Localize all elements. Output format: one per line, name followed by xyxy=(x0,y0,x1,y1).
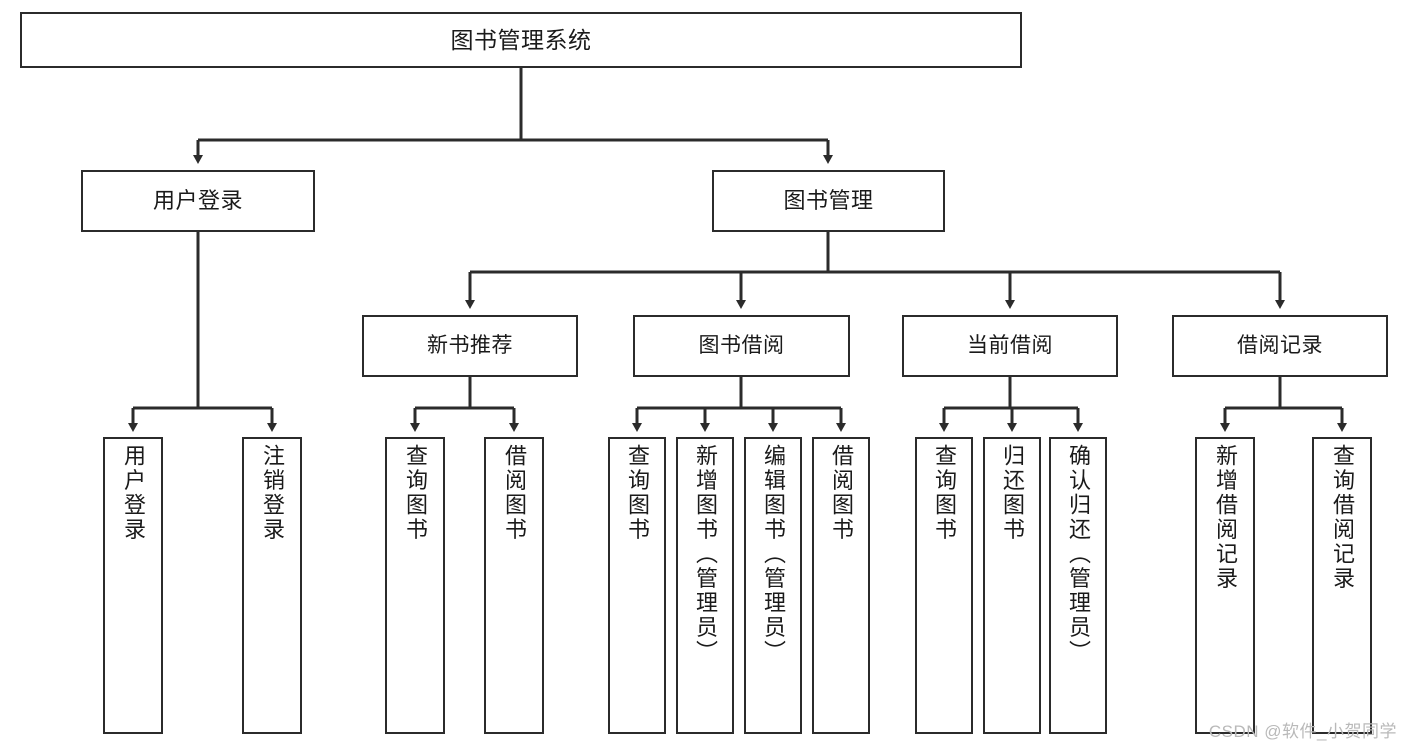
node-label: 查询图书 xyxy=(625,444,650,542)
node-root-system[interactable]: 图书管理系统 xyxy=(20,12,1022,68)
node-label: 用户登录 xyxy=(152,187,243,213)
leaf-query-borrow-record[interactable]: 查询借阅记录 xyxy=(1312,437,1372,734)
leaf-query-book-newbook[interactable]: 查询图书 xyxy=(385,437,445,734)
leaf-borrow-book-newbook[interactable]: 借阅图书 xyxy=(484,437,544,734)
leaf-query-book-current[interactable]: 查询图书 xyxy=(915,437,973,734)
leaf-add-borrow-record[interactable]: 新增借阅记录 xyxy=(1195,437,1255,734)
node-label: 新增图书（管理员） xyxy=(693,444,718,665)
node-label: 编辑图书（管理员） xyxy=(761,444,786,665)
node-label: 新增借阅记录 xyxy=(1213,444,1238,591)
node-label: 借阅图书 xyxy=(502,444,527,542)
leaf-logout[interactable]: 注销登录 xyxy=(242,437,302,734)
node-label: 图书借阅 xyxy=(698,334,785,358)
node-current-borrow[interactable]: 当前借阅 xyxy=(902,315,1118,377)
node-label: 图书管理 xyxy=(783,187,874,213)
node-borrow-record[interactable]: 借阅记录 xyxy=(1172,315,1388,377)
leaf-confirm-return-admin[interactable]: 确认归还（管理员） xyxy=(1049,437,1107,734)
node-label: 确认归还（管理员） xyxy=(1066,444,1091,665)
node-label: 新书推荐 xyxy=(427,334,513,358)
node-label: 用户登录 xyxy=(121,444,146,542)
node-label: 查询借阅记录 xyxy=(1330,444,1355,591)
leaf-user-login[interactable]: 用户登录 xyxy=(103,437,163,734)
node-user-login[interactable]: 用户登录 xyxy=(81,170,315,232)
node-label: 查询图书 xyxy=(932,444,957,542)
leaf-edit-book-admin[interactable]: 编辑图书（管理员） xyxy=(744,437,802,734)
node-book-borrow[interactable]: 图书借阅 xyxy=(633,315,850,377)
node-label: 查询图书 xyxy=(403,444,428,542)
node-book-management[interactable]: 图书管理 xyxy=(712,170,945,232)
node-label: 注销登录 xyxy=(260,444,285,542)
leaf-return-book[interactable]: 归还图书 xyxy=(983,437,1041,734)
leaf-borrow-book[interactable]: 借阅图书 xyxy=(812,437,870,734)
node-label: 当前借阅 xyxy=(967,334,1053,358)
node-label: 图书管理系统 xyxy=(450,26,592,53)
node-label: 借阅图书 xyxy=(829,444,854,542)
leaf-query-book-borrow[interactable]: 查询图书 xyxy=(608,437,666,734)
node-new-book-recommend[interactable]: 新书推荐 xyxy=(362,315,578,377)
leaf-add-book-admin[interactable]: 新增图书（管理员） xyxy=(676,437,734,734)
node-label: 归还图书 xyxy=(1000,444,1025,542)
node-label: 借阅记录 xyxy=(1237,334,1323,358)
